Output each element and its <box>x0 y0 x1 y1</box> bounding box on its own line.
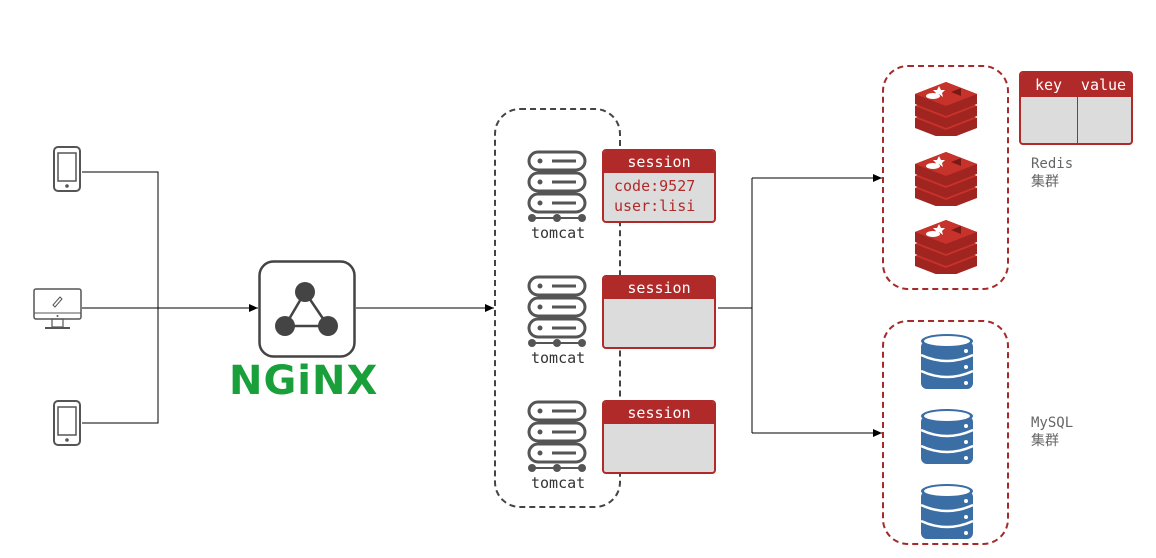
smartphone-icon <box>53 400 81 446</box>
mysql-cluster-label: MySQL 集群 <box>1031 414 1073 450</box>
redis-icon <box>913 80 979 140</box>
tomcat-server-2: tomcat <box>526 275 588 367</box>
redis-icon <box>913 218 979 278</box>
session-title: session <box>604 402 714 424</box>
nginx-logo-text: NGiNX <box>229 358 379 404</box>
tomcat-label: tomcat <box>531 349 586 367</box>
redis-label-line1: Redis <box>1031 156 1074 172</box>
session-card-1: session code:9527 user:lisi <box>602 149 716 223</box>
redis-cluster-label: Redis 集群 <box>1031 155 1073 191</box>
tomcat-server-1: tomcat <box>526 150 588 242</box>
session-title: session <box>604 277 714 299</box>
desktop-monitor-icon <box>33 288 82 329</box>
session-line-user: user:lisi <box>614 197 696 215</box>
redis-label-line2: 集群 <box>1031 174 1059 190</box>
tomcat-label: tomcat <box>531 224 586 242</box>
tomcat-server-3: tomcat <box>526 400 588 492</box>
session-line-code: code:9527 <box>614 177 696 195</box>
kv-value-header: value <box>1080 76 1127 94</box>
mysql-label-line2: 集群 <box>1031 433 1059 449</box>
kv-key-header: key <box>1034 76 1063 94</box>
client-bracket-line <box>82 171 159 424</box>
mysql-label-line1: MySQL <box>1031 415 1074 431</box>
server-rack-icon <box>527 275 587 347</box>
nginx-triangle-icon <box>258 260 356 358</box>
database-icon <box>920 408 974 470</box>
database-icon <box>920 483 974 545</box>
mysql-cluster-box <box>882 320 1009 545</box>
smartphone-icon <box>53 146 81 192</box>
session-title: session <box>604 151 714 173</box>
session-card-2: session <box>602 275 716 349</box>
database-icon <box>920 333 974 395</box>
redis-icon <box>913 150 979 210</box>
redis-cluster-box <box>882 65 1009 290</box>
session-card-3: session <box>602 400 716 474</box>
server-rack-icon <box>527 150 587 222</box>
tomcat-label: tomcat <box>531 474 586 492</box>
key-value-table: key value <box>1019 71 1133 145</box>
server-rack-icon <box>527 400 587 472</box>
